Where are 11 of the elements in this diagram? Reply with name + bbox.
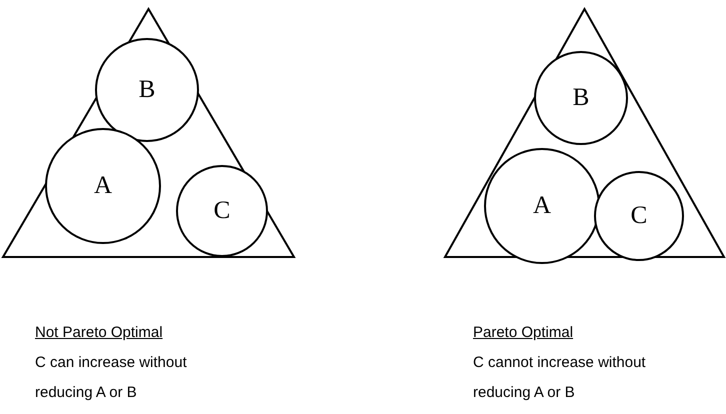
triangle-shape <box>2 8 295 258</box>
circle: C <box>176 165 268 257</box>
description: C can increase without reducing A or B <box>35 353 188 403</box>
description: C cannot increase without reducing A or B <box>473 353 647 403</box>
circle: C <box>594 171 684 261</box>
circle: B <box>95 38 199 142</box>
circle: A <box>484 148 600 264</box>
circle: A <box>45 128 161 244</box>
heading: Pareto Optimal <box>473 323 574 343</box>
heading: Not Pareto Optimal <box>35 323 163 343</box>
circle: B <box>534 51 628 145</box>
